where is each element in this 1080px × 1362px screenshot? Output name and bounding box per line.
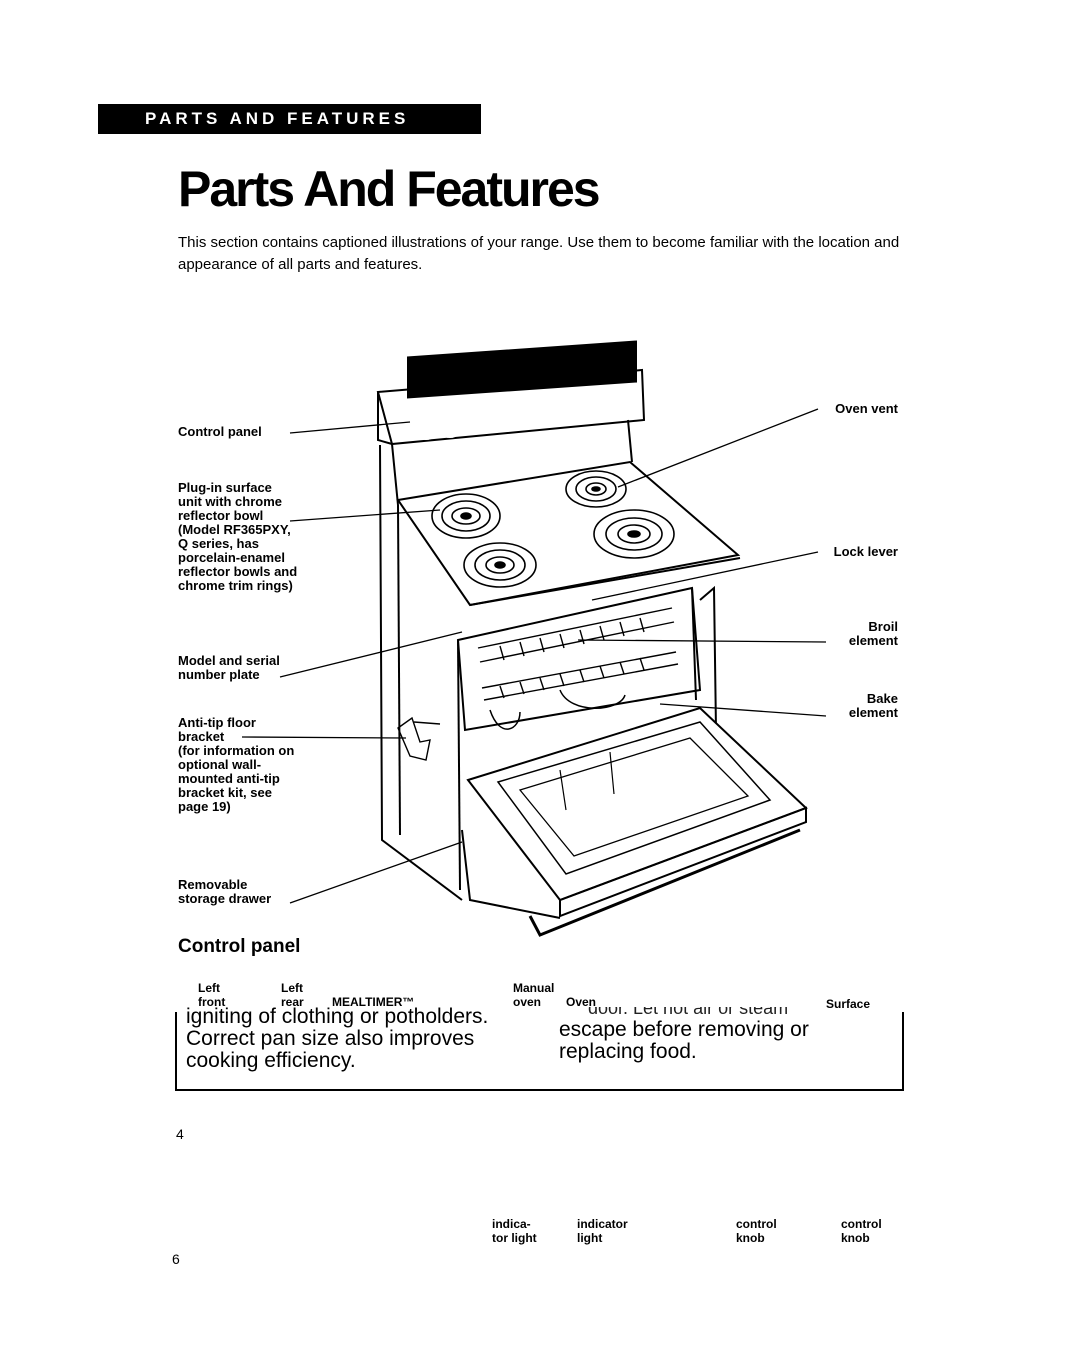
label-left-front: Left front [198, 981, 226, 1009]
page-number-upper: 4 [176, 1126, 184, 1142]
label-indicator-light-1: indica- tor light [492, 1217, 537, 1245]
callout-plug-in-surface-unit: Plug-in surface unit with chrome reflect… [178, 480, 298, 593]
overlap-text-fragment: door. Let hot air or steam [588, 998, 789, 1018]
page-number-lower: 6 [172, 1251, 180, 1267]
callout-control-panel: Control panel [178, 424, 262, 439]
label-manual-oven: Manual oven [513, 981, 555, 1009]
label-mealtimer: MEALTIMER™ [332, 995, 415, 1009]
callout-storage-drawer: Removable storage drawer [178, 877, 272, 906]
label-surface: Surface [826, 997, 871, 1011]
callout-model-serial-plate: Model and serial number plate [178, 653, 280, 682]
overlap-text-left: igniting of clothing or potholders. Corr… [186, 1005, 489, 1072]
label-control-knob-1: control knob [736, 1217, 777, 1245]
label-control-knob-2: control knob [841, 1217, 882, 1245]
callout-lock-lever: Lock lever [833, 544, 898, 559]
callout-broil-element: Broil element [848, 619, 898, 648]
label-indicator-light-2: indicator light [577, 1217, 628, 1245]
label-oven: Oven [566, 995, 597, 1009]
section-banner: PARTS AND FEATURES [98, 104, 481, 134]
intro-paragraph: This section contains captioned illustra… [178, 234, 900, 273]
overlap-text-right: escape before removing or replacing food… [559, 1018, 809, 1063]
callout-oven-vent: Oven vent [835, 401, 898, 416]
label-left-rear: Left rear [281, 981, 304, 1009]
warning-box [175, 1012, 904, 1091]
callout-anti-tip-bracket: Anti-tip floor bracket (for information … [178, 715, 295, 814]
page-title: Parts And Features [178, 161, 601, 217]
control-panel-heading: Control panel [178, 936, 301, 957]
callout-bake-element: Bake element [848, 691, 898, 720]
